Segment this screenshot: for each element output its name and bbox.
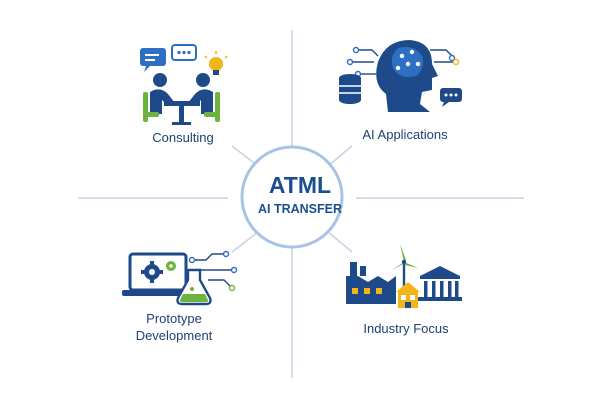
industry-icon [346,244,462,308]
consulting-label: Consulting [152,130,214,145]
prototype-icon [122,250,238,306]
center-subtitle: AI TRANSFER [257,202,343,216]
prototype-label-line2: Development [135,328,213,343]
industry-focus-label: Industry Focus [363,321,449,336]
divider-lines [78,30,524,378]
prototype-label-line1: Prototype [146,311,202,326]
ai-head-icon [339,40,462,112]
center-title: ATML [268,172,332,198]
ai-applications-label: AI Applications [362,127,448,142]
consulting-icon [140,44,228,125]
center-circle [240,145,344,249]
